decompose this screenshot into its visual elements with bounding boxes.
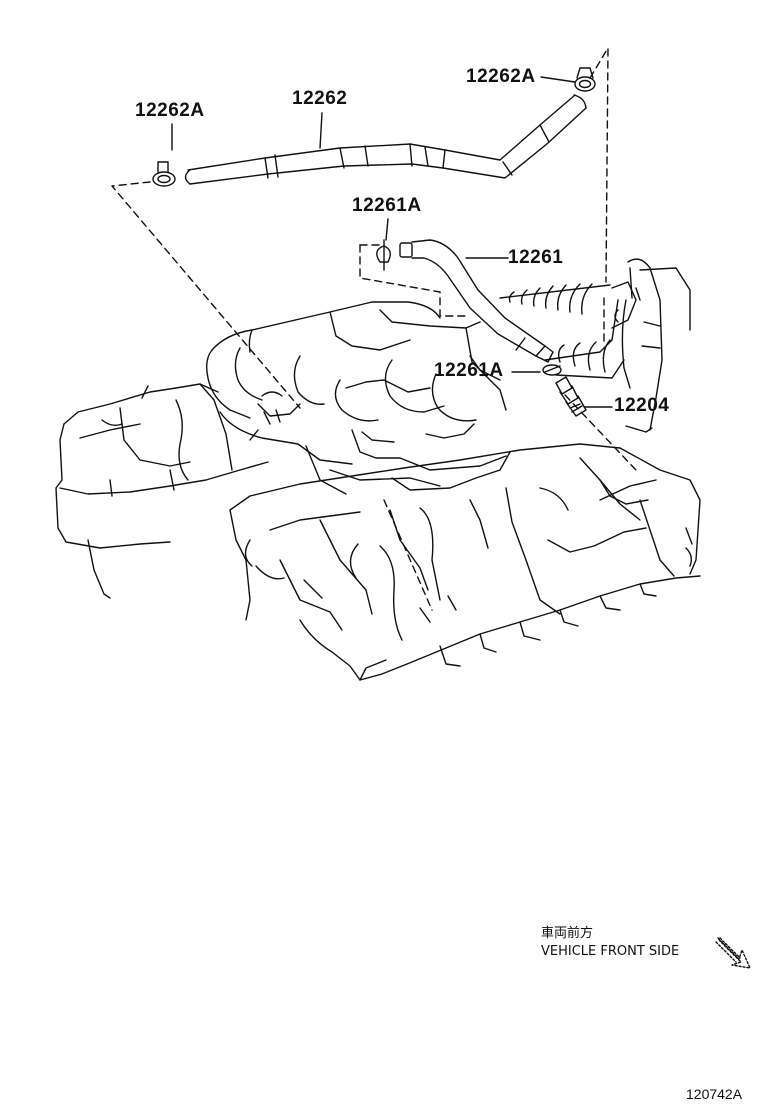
label-12261a-lower: 12261A — [434, 360, 504, 381]
figure-code: 120742A — [686, 1086, 743, 1102]
hose-clamp-12262a-left — [152, 161, 176, 187]
orientation-note-en: VEHICLE FRONT SIDE — [541, 944, 680, 959]
clip-12261a-lower — [542, 364, 562, 376]
hose-clamp-12262a-right — [574, 67, 596, 92]
leader-12262 — [319, 112, 323, 149]
label-12204: 12204 — [614, 395, 670, 416]
label-12261a-upper: 12261A — [352, 195, 422, 216]
engine-intake-manifold — [55, 301, 701, 681]
pcv-valve-12204 — [555, 376, 587, 417]
leader-12262a-right — [540, 76, 576, 83]
label-12262: 12262 — [292, 88, 348, 109]
label-12262a-right: 12262A — [466, 66, 536, 87]
air-intake-bellows — [499, 281, 637, 379]
phantom-lines — [111, 47, 637, 611]
leader-12261a-upper — [385, 218, 389, 241]
orientation-note-jp: 車両前方 — [541, 926, 594, 941]
pcv-hose-12261 — [399, 239, 554, 363]
clip-12261a-upper — [376, 239, 391, 271]
label-12262a-left: 12262A — [135, 100, 205, 121]
air-cleaner-housing — [614, 258, 691, 433]
front-direction-arrow-icon — [715, 937, 751, 969]
label-12261: 12261 — [508, 247, 564, 268]
ventilation-hose-12262 — [184, 94, 587, 185]
